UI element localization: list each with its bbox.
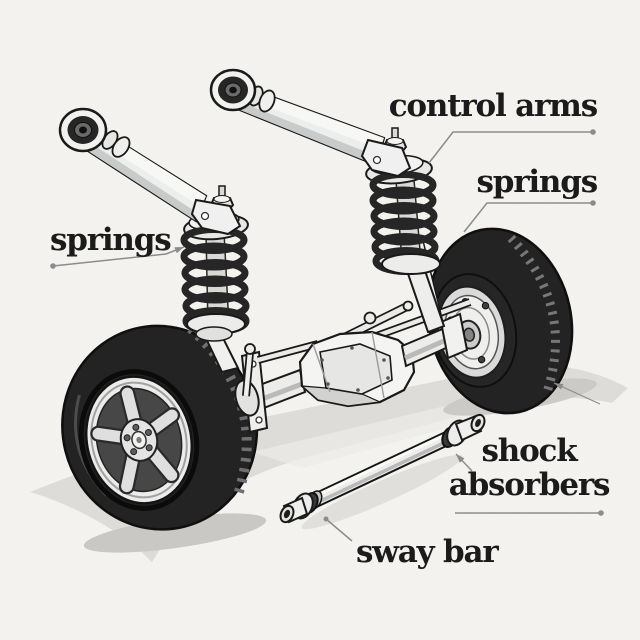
sway-bar-left-bushing <box>279 490 323 524</box>
left-control-arm <box>58 107 242 236</box>
sway-bar-leader <box>323 516 353 542</box>
leader-lines <box>50 129 604 542</box>
springs-right-leader <box>463 200 596 233</box>
label-shock-absorbers-line2: absorbers <box>448 467 611 503</box>
right-wheel <box>426 227 574 415</box>
label-springs-left: springs <box>50 222 172 258</box>
label-springs-right: springs <box>476 164 598 200</box>
label-shock-absorbers: shock absorbers <box>429 434 629 502</box>
control-arms-leader <box>428 129 596 164</box>
left-coil-over <box>180 211 250 374</box>
right-arm-end-mount <box>360 127 412 178</box>
sway-bar-right-bushing <box>441 413 486 449</box>
label-control-arms: control arms <box>388 88 598 124</box>
shock-absorbers-leader <box>455 382 604 516</box>
springs-left-leader <box>50 246 185 269</box>
label-shock-absorbers-line1: shock <box>481 433 577 469</box>
right-spring-seat <box>381 253 441 275</box>
right-control-arm <box>209 68 412 178</box>
left-arm-end-mount <box>190 185 242 236</box>
sway-bar-part <box>279 413 486 524</box>
right-arm-bushing-eye <box>209 68 257 112</box>
differential-housing <box>298 330 416 408</box>
right-hub-bracket <box>439 312 469 360</box>
left-wheel-bead <box>78 369 200 511</box>
left-wheel-hub <box>119 418 159 462</box>
left-arm-bushing-eye <box>58 107 108 153</box>
axle-assembly <box>234 298 472 434</box>
right-tire-tread <box>507 234 560 392</box>
label-sway-bar: sway bar <box>356 534 499 570</box>
